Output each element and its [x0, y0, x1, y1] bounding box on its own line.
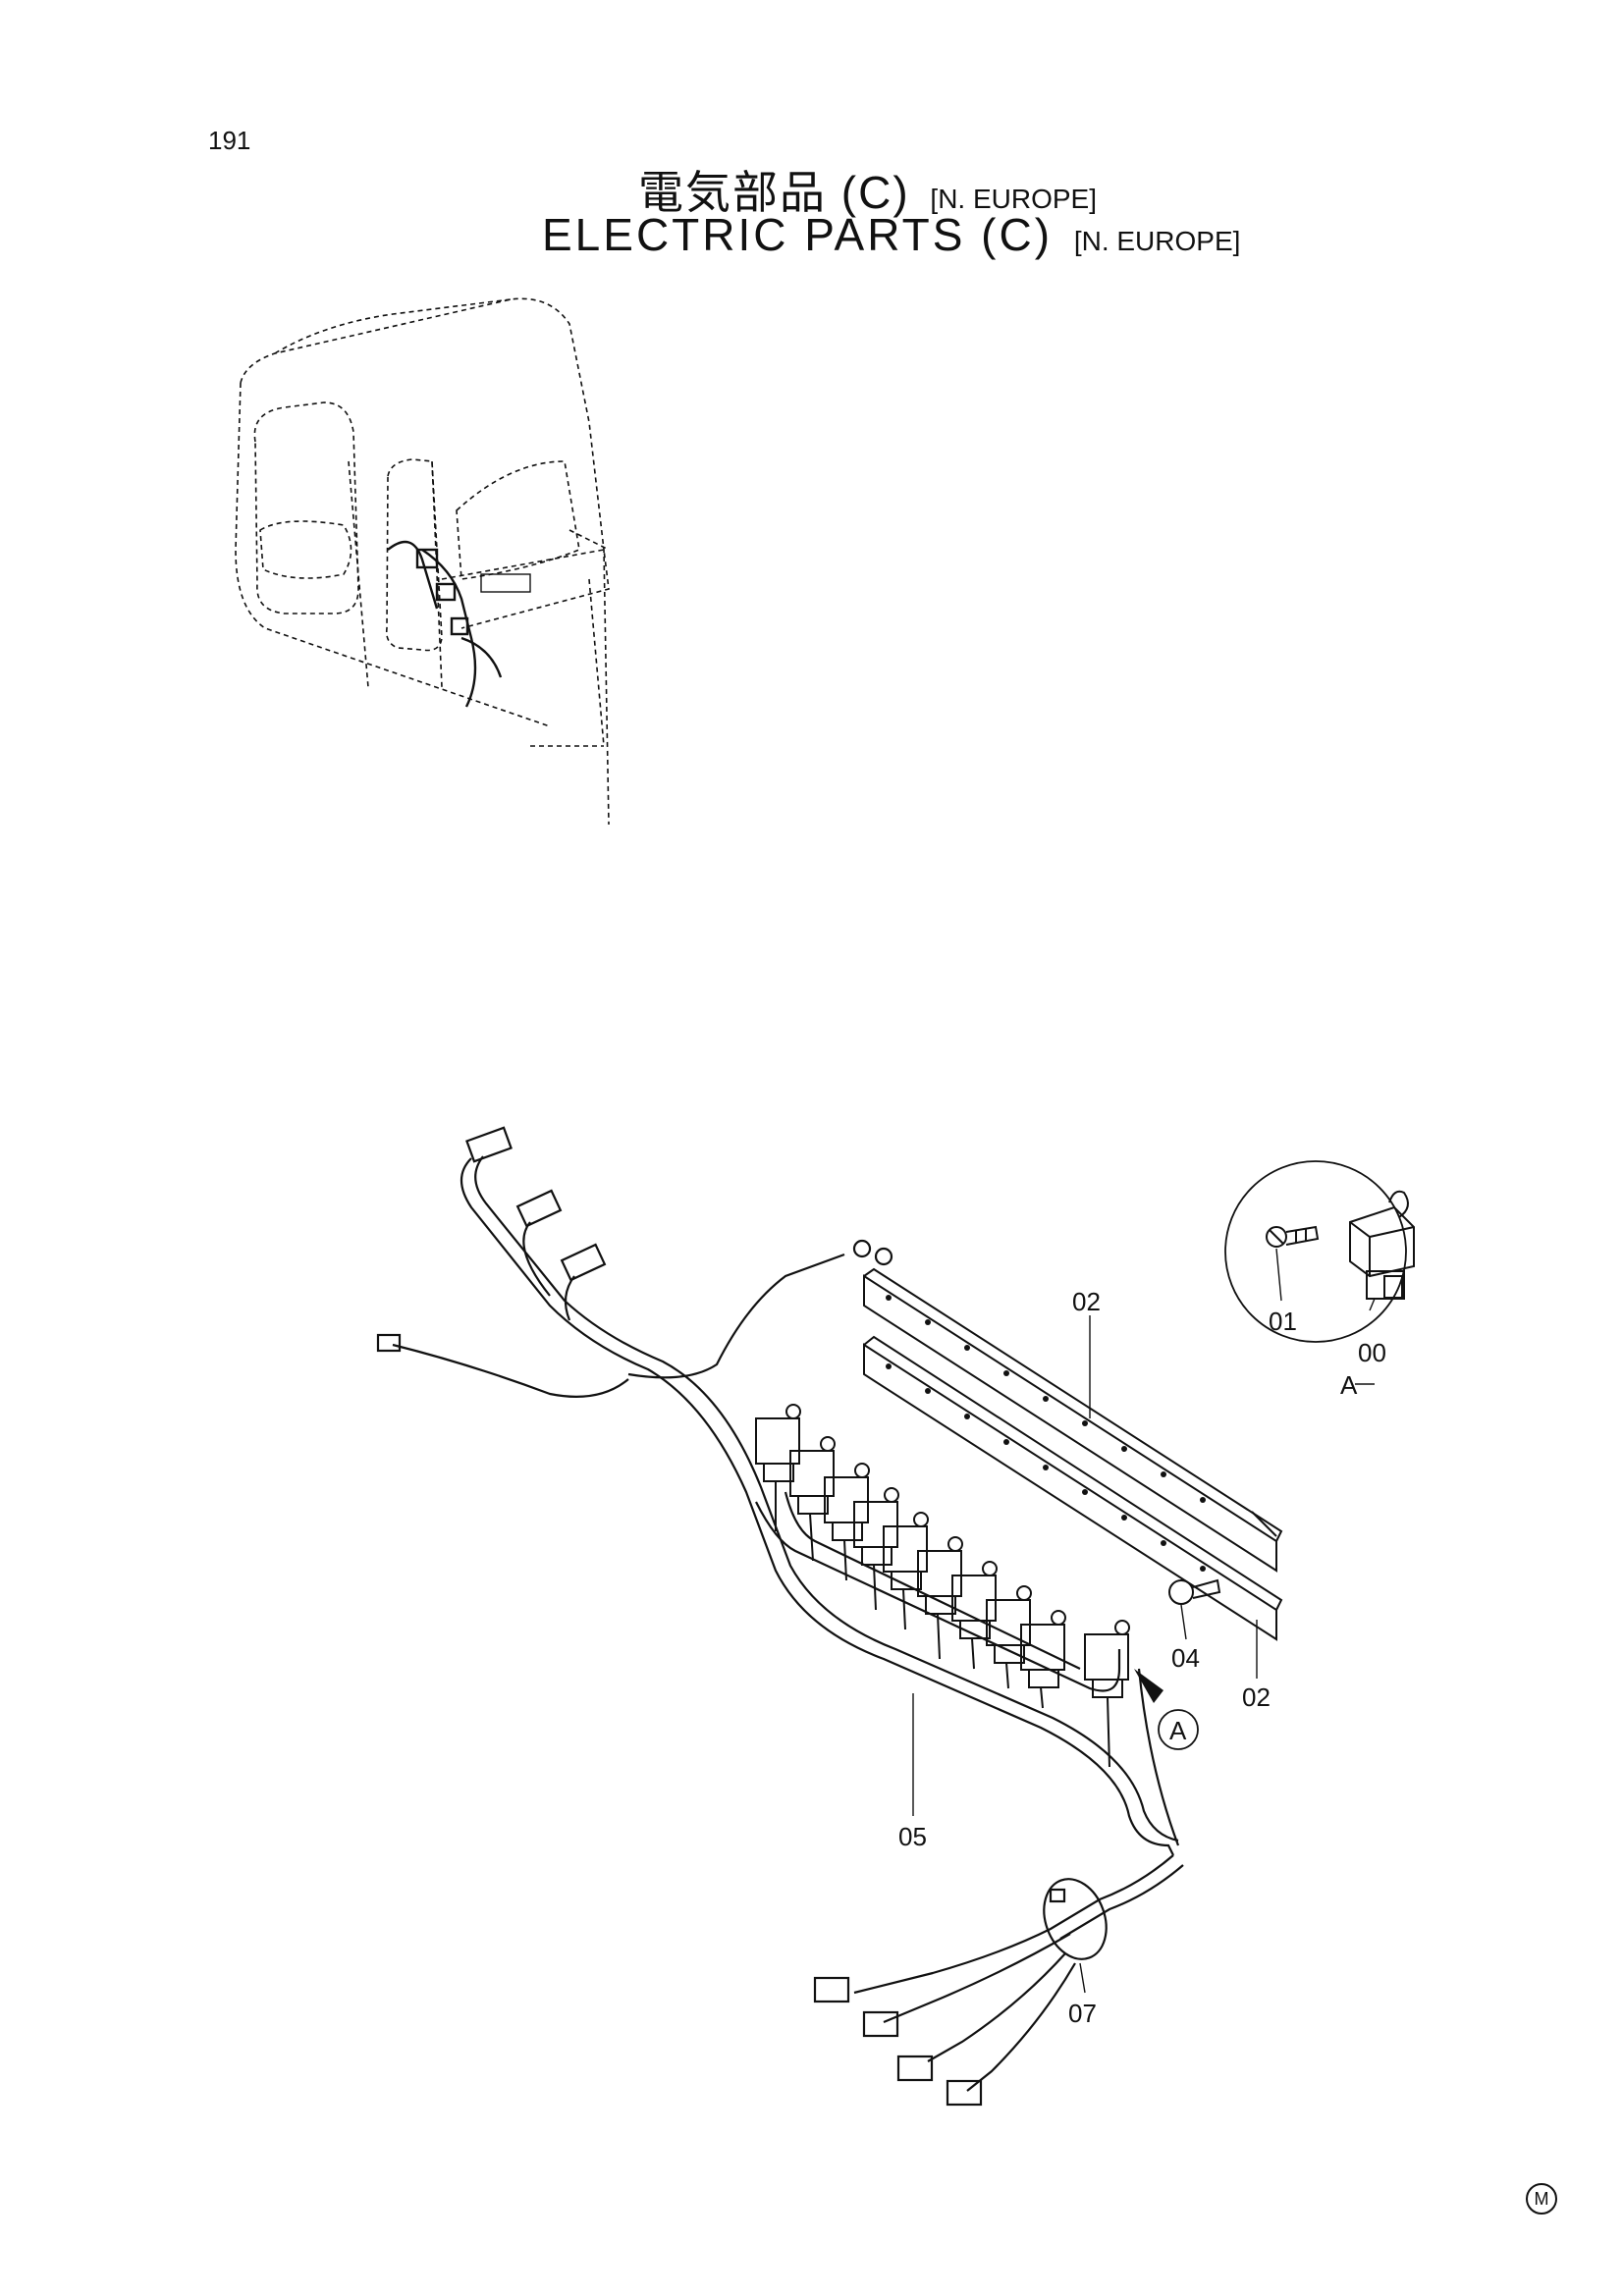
mounting-rails — [863, 1267, 1283, 1679]
callout-02-upper: 02 — [1072, 1287, 1101, 1316]
wire-harness — [376, 1126, 1184, 2107]
relay-10 — [1084, 1620, 1130, 1698]
relay-6 — [917, 1536, 963, 1615]
callout-02-lower: 02 — [1242, 1682, 1271, 1712]
rail-holes — [886, 1295, 1206, 1572]
view-arrow-a — [1134, 1669, 1199, 1750]
detail-view-a — [1224, 1160, 1415, 1385]
screw-04 — [1168, 1578, 1221, 1640]
relay-3 — [824, 1463, 870, 1541]
relay-7 — [951, 1561, 998, 1639]
cab-harness-sketch — [387, 540, 531, 708]
callout-00: 00 — [1358, 1338, 1386, 1367]
relay-5 — [883, 1512, 929, 1590]
callout-07: 07 — [1068, 1999, 1097, 2028]
callout-01: 01 — [1269, 1307, 1297, 1336]
title-japanese: 電気部品 (C) [N. EUROPE] — [638, 157, 1097, 222]
manufacturer-mark: M — [1526, 2183, 1557, 2215]
relay-9 — [1020, 1610, 1066, 1688]
page-number: 191 — [208, 126, 251, 155]
title-english-text: ELECTRIC PARTS (C) — [542, 209, 1054, 260]
relay-1 — [755, 1404, 801, 1482]
title-english: ELECTRIC PARTS (C) [N. EUROPE] — [542, 208, 1240, 261]
region-label-en: [N. EUROPE] — [1073, 226, 1241, 256]
detail-label-a: A — [1340, 1370, 1358, 1400]
relay-row — [755, 1404, 1130, 1768]
relay-4 — [853, 1487, 899, 1566]
relay-8 — [986, 1585, 1032, 1664]
relay-2 — [789, 1436, 836, 1515]
callout-05: 05 — [898, 1822, 927, 1851]
title-japanese-text: 電気部品 (C) — [638, 167, 910, 218]
callout-04: 04 — [1171, 1643, 1200, 1673]
region-label-jp: [N. EUROPE] — [930, 184, 1098, 214]
cab-overview — [235, 297, 610, 826]
view-label-a: A — [1169, 1716, 1187, 1745]
